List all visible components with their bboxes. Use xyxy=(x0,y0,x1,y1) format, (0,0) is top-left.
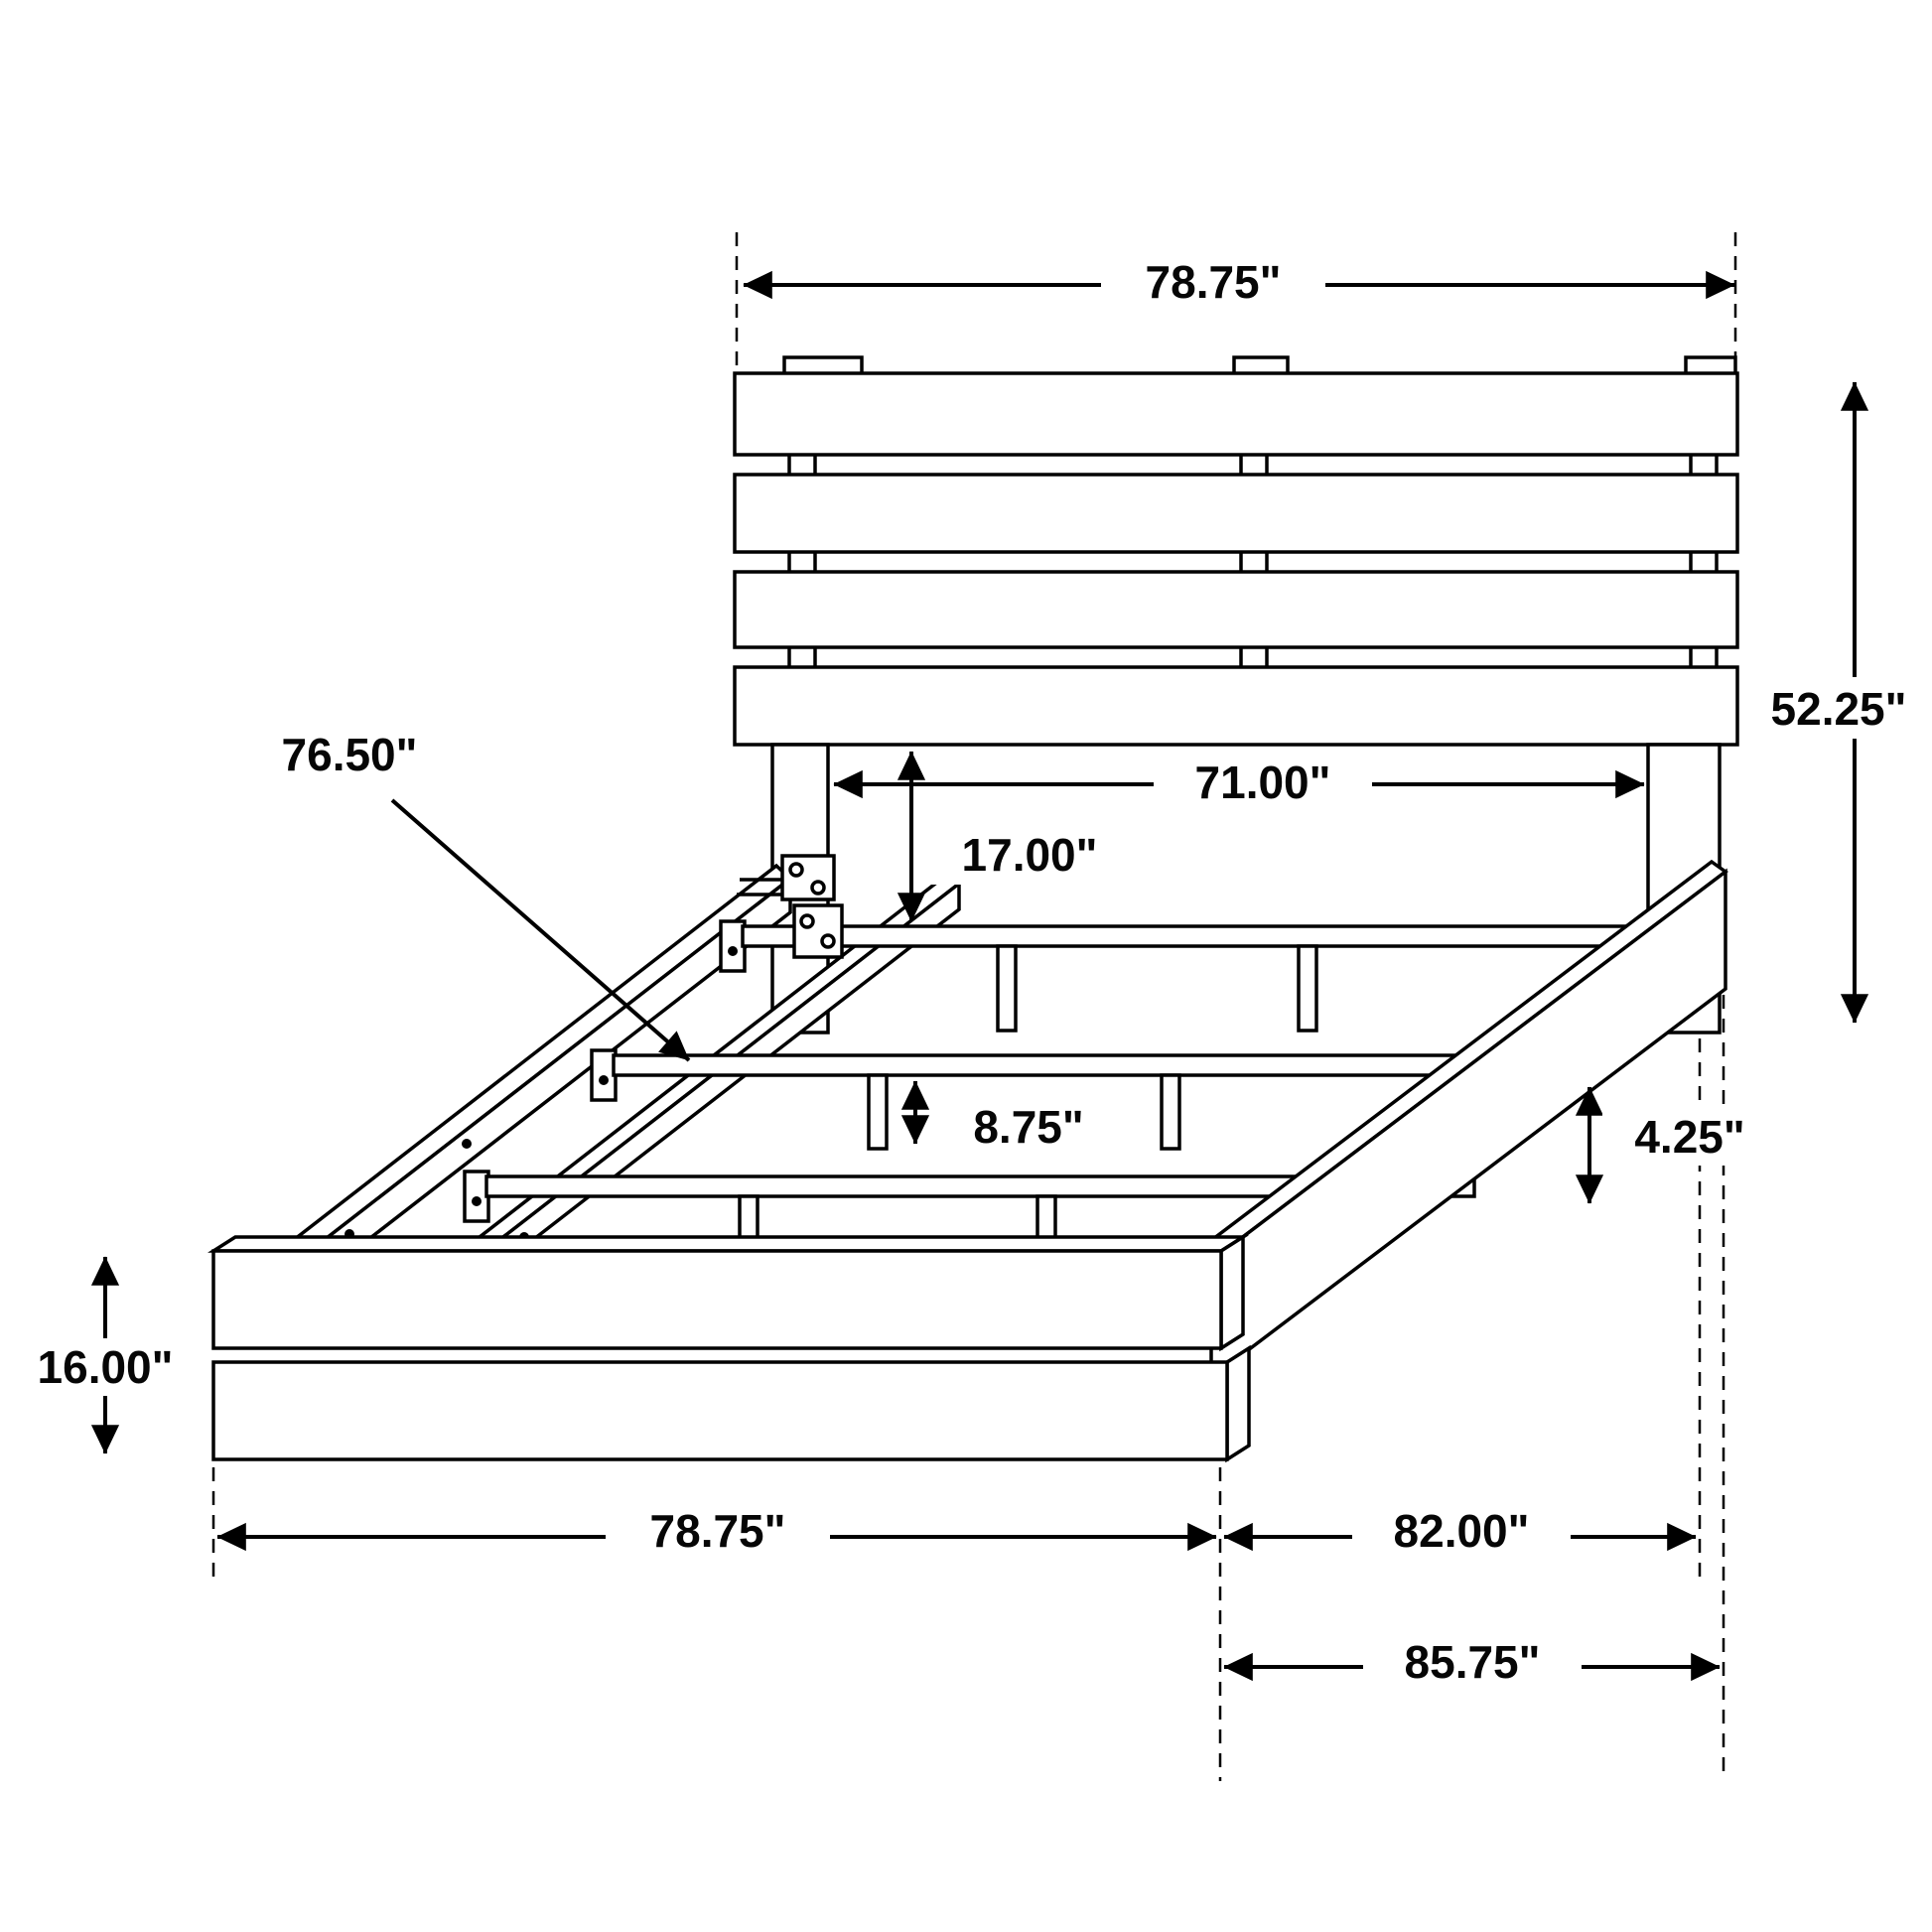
slat-rail-end-cap xyxy=(590,1048,618,1102)
headboard-slat-1 xyxy=(733,371,1739,457)
dim-label-bottom-width: 78.75" xyxy=(650,1505,786,1557)
rail-screw-dot xyxy=(599,1075,609,1085)
label-background xyxy=(606,1501,830,1561)
slat-rail xyxy=(612,1053,1551,1077)
footboard-upper-plank xyxy=(211,1249,1223,1350)
dimension-overall-length: 85.75" xyxy=(1223,1632,1721,1692)
dimension-right-height: 52.25" xyxy=(1745,381,1932,1024)
dim-label-footboard-height: 16.00" xyxy=(38,1341,174,1393)
label-background xyxy=(1352,1501,1571,1561)
dimension-under-headboard: 17.00" xyxy=(897,751,1132,922)
dim-label-side-rail-height: 4.25" xyxy=(1634,1111,1744,1163)
bracket-bolt-hole xyxy=(799,913,815,929)
bracket-plate-lower xyxy=(792,903,844,959)
dimension-frame-length: 82.00" xyxy=(1223,1501,1697,1561)
footboard-top-face xyxy=(207,1235,1250,1253)
label-background xyxy=(1745,677,1932,739)
dimension-bottom-width: 78.75" xyxy=(216,1501,1217,1561)
label-background xyxy=(16,1338,195,1396)
headboard xyxy=(733,355,1739,1035)
dim-label-overall-length: 85.75" xyxy=(1405,1636,1541,1688)
rail-screw-dot xyxy=(462,1139,472,1149)
rail-screw-dot xyxy=(472,1196,482,1206)
dimension-side-rail-height: 4.25" xyxy=(1575,1086,1777,1204)
slat-rail-leg xyxy=(867,1073,889,1151)
dim-label-inner-width: 71.00" xyxy=(1195,757,1331,808)
headboard-slat-2 xyxy=(733,473,1739,554)
bracket-bolt-hole xyxy=(810,880,826,896)
footboard-lower-plank-side xyxy=(1225,1344,1251,1463)
footboard-lower-plank xyxy=(211,1360,1229,1461)
dimension-footboard-height: 16.00" xyxy=(16,1256,195,1454)
slat-rail-leg xyxy=(1160,1073,1181,1151)
slat-rail xyxy=(484,1174,1476,1198)
slat-rail-leg xyxy=(996,944,1018,1033)
bracket-bolt-hole xyxy=(788,862,804,878)
dimension-top-width: 78.75" xyxy=(743,250,1735,312)
label-background xyxy=(928,827,1132,885)
slat-rail xyxy=(741,924,1630,948)
footboard xyxy=(207,1233,1251,1463)
dim-label-top-width: 78.75" xyxy=(1146,256,1282,308)
headboard-slat-3 xyxy=(733,570,1739,649)
bracket-plate-upper xyxy=(780,854,836,901)
rail-screw-dot xyxy=(728,946,738,956)
label-background xyxy=(1363,1632,1582,1692)
slat-support-rails xyxy=(463,919,1630,1260)
mounting-bracket xyxy=(737,854,844,959)
footboard-upper-plank-side xyxy=(1219,1233,1245,1352)
bracket-bolt-hole xyxy=(820,933,836,949)
dim-label-frame-length: 82.00" xyxy=(1394,1505,1530,1557)
label-background xyxy=(938,1100,1119,1156)
dim-label-rail-length: 76.50" xyxy=(282,729,418,780)
label-background xyxy=(1154,753,1372,812)
slat-rail-leg xyxy=(1297,944,1318,1033)
dim-label-right-height: 52.25" xyxy=(1771,683,1907,735)
headboard-slat-4 xyxy=(733,665,1739,747)
label-background xyxy=(1101,250,1325,312)
dimension-rail-length: 76.50" xyxy=(282,729,691,1062)
dimension-inner-width: 71.00" xyxy=(833,753,1645,812)
dim-label-support-leg-height: 8.75" xyxy=(973,1101,1083,1153)
dim-label-under-headboard: 17.00" xyxy=(962,829,1098,881)
leader-line xyxy=(390,798,691,1062)
dimension-support-leg-height: 8.75" xyxy=(900,1080,1119,1156)
label-background xyxy=(1602,1110,1777,1166)
